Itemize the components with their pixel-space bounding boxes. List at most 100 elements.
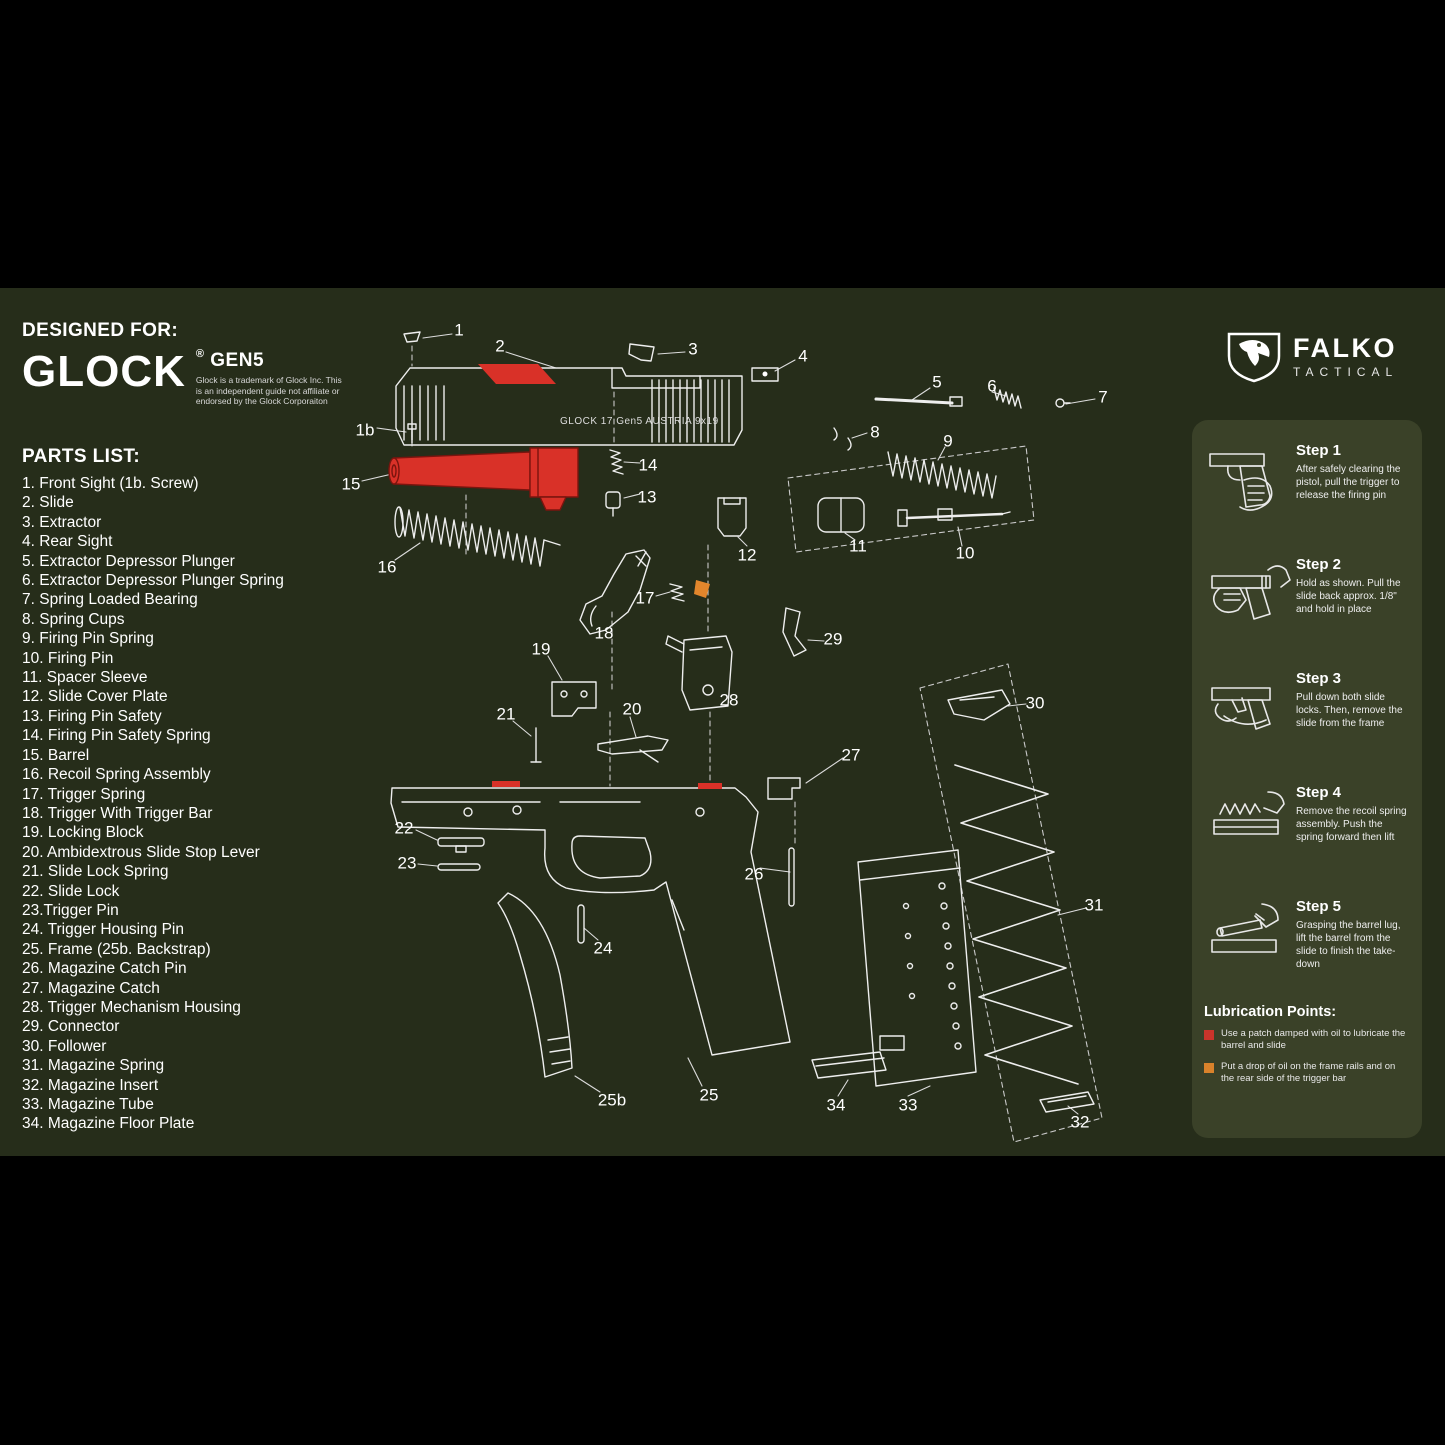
parts-list-item: 6. Extractor Depressor Plunger Spring (22, 572, 284, 590)
diagram-callout-28: 28 (719, 690, 739, 710)
recoil-spring-part (394, 506, 561, 567)
parts-list-item: 26. Magazine Catch Pin (22, 960, 187, 978)
gen-label: ® GEN5 (196, 348, 356, 372)
parts-list-item: 9. Firing Pin Spring (22, 630, 154, 648)
frame-rail-lube-highlight (698, 783, 722, 789)
step-4-desc: Remove the recoil spring assembly. Push … (1296, 806, 1407, 843)
parts-list-item: 4. Rear Sight (22, 533, 113, 551)
parts-list-item: 27. Magazine Catch (22, 979, 160, 997)
step-5-illustration (1204, 888, 1296, 989)
step-5-desc: Grasping the barrel lug, lift the barrel… (1296, 920, 1401, 970)
exploded-diagram: GLOCK 17 Gen5 AUSTRIA 9x19 (330, 315, 1130, 1143)
backstrap-part (497, 892, 573, 1078)
extractor-part (628, 343, 655, 362)
step-3: Step 3 Pull down both slide locks. Then,… (1204, 660, 1410, 768)
parts-list-item: 8. Spring Cups (22, 610, 125, 628)
parts-list-item: 32. Magazine Insert (22, 1076, 159, 1094)
diagram-callout-10: 10 (955, 543, 975, 563)
diagram-callout-9: 9 (943, 431, 953, 451)
magazine-spring-part (954, 764, 1079, 1085)
diagram-callout-23: 23 (397, 853, 417, 873)
slide-stop-part (597, 735, 669, 763)
glock-brand-block: GLOCK ® GEN5 Glock is a trademark of Glo… (22, 348, 356, 407)
diagram-callout-18: 18 (594, 623, 614, 643)
step-5-title: Step 5 (1296, 898, 1342, 915)
diagram-callout-15: 15 (341, 474, 361, 494)
diagram-callout-25b: 25b (597, 1090, 627, 1110)
spring-cups-part (833, 427, 852, 451)
lubrication-swatch-icon (1204, 1030, 1214, 1040)
diagram-callout-17: 17 (635, 588, 655, 608)
cleaning-mat: DESIGNED FOR: GLOCK ® GEN5 Glock is a tr… (0, 288, 1445, 1156)
diagram-callout-14: 14 (638, 455, 658, 475)
parts-list-item: 3. Extractor (22, 513, 102, 531)
diagram-callout-26: 26 (744, 864, 764, 884)
parts-list-item: 11. Spacer Sleeve (22, 669, 148, 687)
falko-tagline: TACTICAL (1293, 365, 1399, 379)
diagram-callout-33: 33 (898, 1095, 918, 1115)
diagram-callout-21: 21 (496, 704, 516, 724)
slide-cover-plate-part (717, 497, 747, 537)
diagram-callout-19: 19 (531, 639, 551, 659)
connector-part (782, 607, 807, 657)
slide-lock-spring-part (530, 727, 542, 763)
diagram-callout-8: 8 (870, 422, 880, 442)
firing-pin-spring-part (887, 451, 997, 499)
parts-list-item: 15. Barrel (22, 746, 90, 764)
parts-list-item: 12. Slide Cover Plate (22, 688, 168, 706)
trademark-disclaimer: Glock is a trademark of Glock Inc. This … (195, 375, 342, 407)
magazine-catch-pin-part (788, 847, 795, 907)
step-3-title: Step 3 (1296, 670, 1342, 687)
magazine-insert-part (1039, 1091, 1095, 1113)
designed-for-heading: DESIGNED FOR: (22, 320, 179, 341)
diagram-callout-5: 5 (932, 372, 942, 392)
barrel-part (388, 447, 579, 511)
step-1-desc: After safely clearing the pistol, pull t… (1296, 464, 1401, 501)
falko-shield-icon (1227, 332, 1281, 383)
spacer-sleeve-part (817, 497, 865, 533)
diagram-callout-32: 32 (1070, 1112, 1090, 1132)
parts-list-item: 19. Locking Block (22, 824, 144, 842)
frame-rail-lube-highlight (492, 781, 520, 787)
diagram-callout-3: 3 (688, 339, 698, 359)
step-4-title: Step 4 (1296, 784, 1342, 801)
rear-sight-part (751, 367, 779, 382)
parts-list-item: 10. Firing Pin (22, 649, 114, 667)
plunger-spring-part (993, 387, 1022, 409)
slide-lube-highlight (478, 364, 556, 384)
falko-name: FALKO (1293, 333, 1397, 363)
diagram-callout-13: 13 (637, 487, 657, 507)
diagram-callout-20: 20 (622, 699, 642, 719)
parts-list-item: 21. Slide Lock Spring (22, 863, 169, 881)
parts-list-item: 7. Spring Loaded Bearing (22, 591, 198, 609)
parts-list-item: 2. Slide (22, 494, 74, 512)
locking-block-part (551, 681, 597, 717)
parts-list-item: 1. Front Sight (1b. Screw) (22, 475, 199, 492)
parts-list-item: 24. Trigger Housing Pin (22, 921, 184, 939)
parts-list-item: 16. Recoil Spring Assembly (22, 766, 211, 784)
parts-list-item: 34. Magazine Floor Plate (22, 1115, 195, 1133)
parts-list-item: 33. Magazine Tube (22, 1096, 154, 1113)
step-1-title: Step 1 (1296, 442, 1342, 459)
gen-text: GEN5 (210, 350, 265, 371)
firing-pin-safety-part (605, 491, 621, 517)
diagram-callout-11: 11 (849, 536, 867, 556)
parts-list-item: 14. Firing Pin Safety Spring (22, 727, 211, 745)
step-2: Step 2 Hold as shown. Pull the slide bac… (1204, 546, 1410, 654)
lubrication-text: Put a drop of oil on the frame rails and… (1221, 1060, 1396, 1085)
step-4-illustration (1204, 774, 1296, 875)
diagram-callout-27: 27 (841, 745, 861, 765)
magazine-tube-part (857, 849, 977, 1087)
parts-list-item: 29. Connector (22, 1018, 120, 1036)
lubrication-points-list: Use a patch damped with oil to lubricate… (1204, 1028, 1410, 1085)
lubrication-point: Put a drop of oil on the frame rails and… (1204, 1061, 1410, 1086)
step-2-desc: Hold as shown. Pull the slide back appro… (1296, 578, 1401, 615)
parts-list-item: 17. Trigger Spring (22, 785, 146, 803)
diagram-callout-2: 2 (495, 336, 505, 356)
step-5: Step 5 Grasping the barrel lug, lift the… (1204, 888, 1410, 996)
trigger-part (579, 549, 651, 635)
diagram-callout-16: 16 (377, 557, 397, 577)
leader-lines (361, 333, 1096, 1115)
plunger-part (874, 396, 963, 407)
